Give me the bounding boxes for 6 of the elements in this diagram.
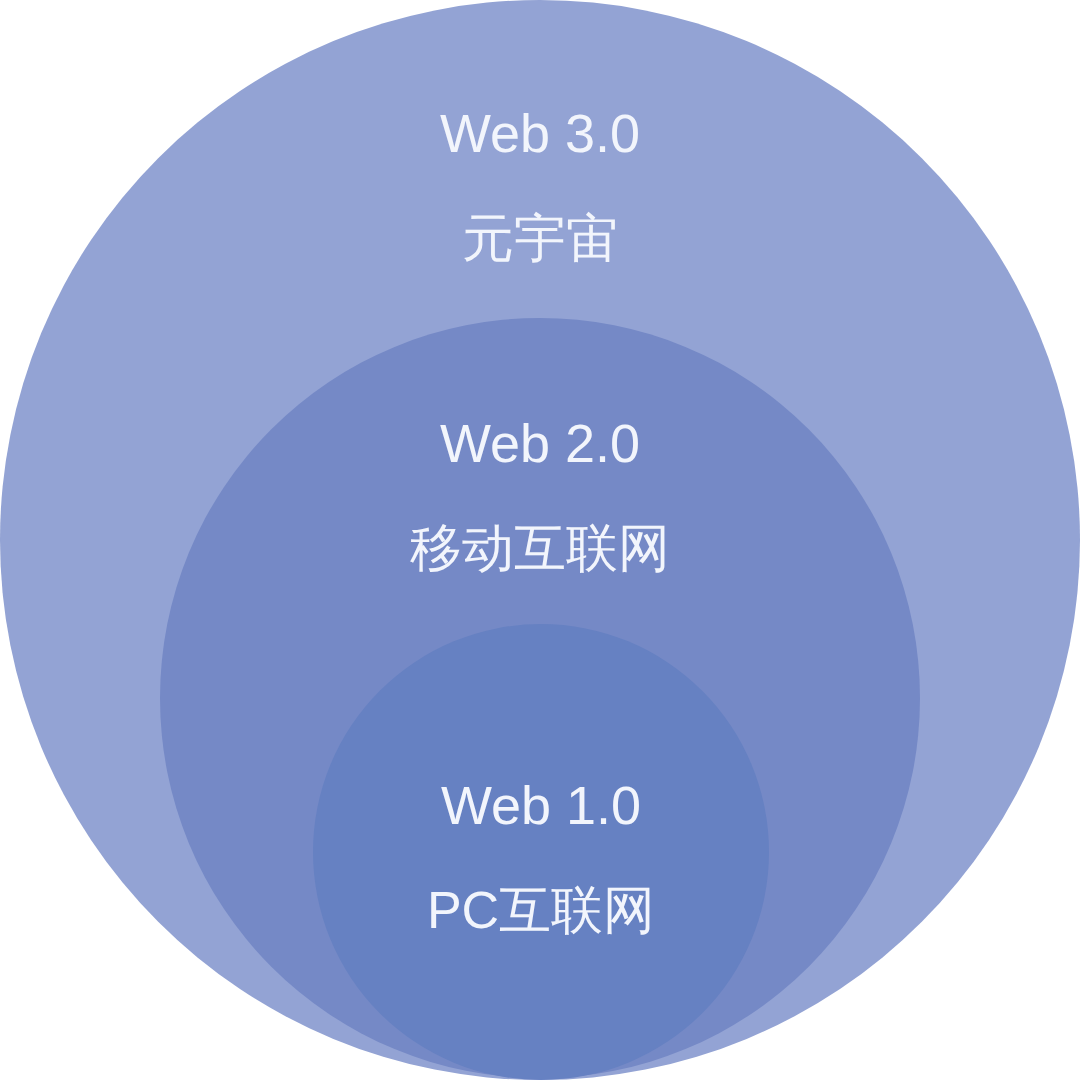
era-description: PC互联网: [426, 884, 656, 936]
era-title: Web 2.0: [439, 416, 641, 470]
era-title: Web 1.0: [440, 778, 642, 832]
era-description: 移动互联网: [410, 522, 670, 574]
era-title: Web 3.0: [439, 106, 641, 160]
era-description: 元宇宙: [462, 212, 618, 264]
